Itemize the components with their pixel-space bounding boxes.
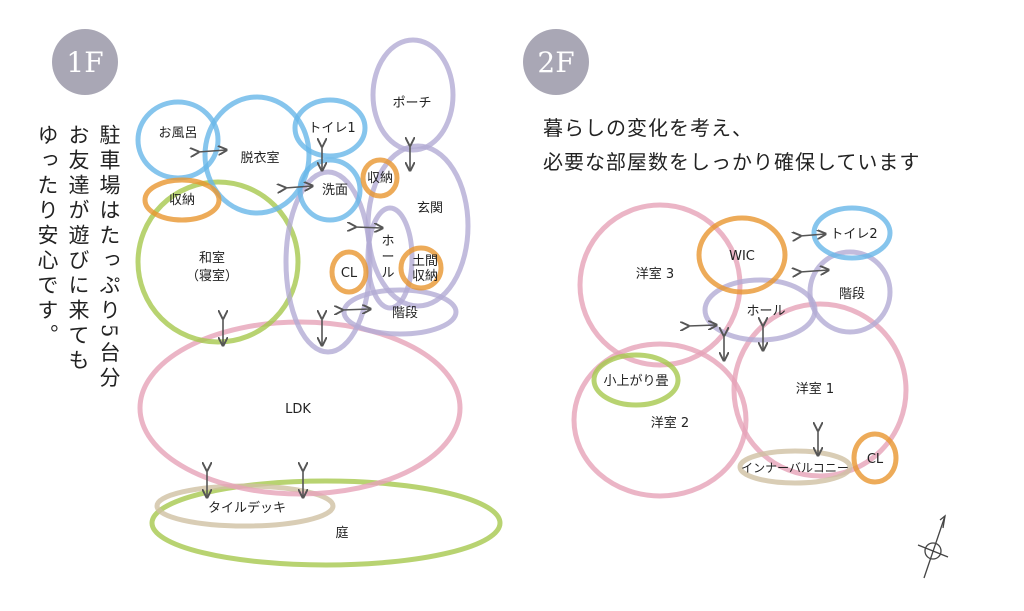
tatami-bubble xyxy=(591,352,681,408)
room-label-bath: お風呂 xyxy=(158,126,197,141)
room-label-closet: CL xyxy=(341,266,358,281)
doma-storage-bubble xyxy=(398,245,444,291)
room-label-closet: CL xyxy=(867,452,884,467)
room-label-washroom: 洗面 xyxy=(322,183,348,198)
floor2-heading-2: 必要な部屋数をしっかり確保しています xyxy=(543,150,921,174)
floor2-badge: 2F xyxy=(523,29,589,95)
hall-bubble xyxy=(365,205,415,311)
toilet1-bubble xyxy=(292,97,368,159)
room-label-western3: 洋室 3 xyxy=(636,266,674,282)
room-label-toilet1: トイレ1 xyxy=(308,121,355,136)
porch-bubble xyxy=(370,37,456,153)
room-label-hall: ー xyxy=(381,250,394,265)
room-label-washitsu: （寝室） xyxy=(186,268,238,284)
floor1-badge: 1F xyxy=(52,29,118,95)
room-label-western1: 洋室 1 xyxy=(796,381,834,397)
room-label-tile-deck: タイルデッキ xyxy=(208,500,286,516)
room-label-wic: WIC xyxy=(729,249,755,264)
room-label-stairs: 階段 xyxy=(392,306,418,321)
room-label-ldk: LDK xyxy=(285,402,311,417)
washitsu-bubble xyxy=(135,179,301,345)
stairs-bubble xyxy=(807,249,893,335)
closet-bubble xyxy=(329,249,369,295)
balcony-bubble xyxy=(737,448,853,486)
description-line-2: お友達が遊びに来ても xyxy=(66,124,90,374)
garden-bubble xyxy=(149,478,503,568)
room-label-dressing: 脱衣室 xyxy=(240,150,279,166)
room-label-doma-storage: 土間 xyxy=(412,254,438,269)
room-label-stairs: 階段 xyxy=(839,287,865,302)
room-label-hall: ル xyxy=(381,266,394,281)
room-label-entrance: 玄関 xyxy=(417,201,443,216)
room-label-storage: 収納 xyxy=(367,171,393,186)
room-label-washitsu: 和室 xyxy=(199,250,225,266)
wic-bubble xyxy=(696,215,788,295)
room-label-hall: ホ xyxy=(381,234,394,249)
western3-bubble xyxy=(577,202,743,368)
room-label-hall: ホール xyxy=(746,304,785,319)
room-label-garden: 庭 xyxy=(335,525,348,541)
storage-bubble xyxy=(360,157,400,199)
western2-bubble xyxy=(571,341,749,499)
closet-bubble xyxy=(851,431,899,485)
room-label-tatami: 小上がり畳 xyxy=(603,374,668,389)
compass-icon xyxy=(917,514,949,579)
description-line-3: ゆったり安心です。 xyxy=(35,124,59,349)
connection-arrows xyxy=(198,145,828,497)
room-label-balcony: インナーバルコニー xyxy=(741,461,849,475)
western1-bubble xyxy=(731,301,909,479)
room-label-doma-storage: 収納 xyxy=(412,269,438,284)
room-label-porch: ポーチ xyxy=(392,96,431,111)
floor2-heading-1: 暮らしの変化を考え、 xyxy=(543,116,753,140)
description-line-1: 駐車場はたっぷり5台分 xyxy=(97,124,121,392)
room-label-western2: 洋室 2 xyxy=(651,415,689,431)
room-label-toilet2: トイレ2 xyxy=(830,227,877,242)
storage-bubble xyxy=(142,177,222,223)
tile-deck-bubble xyxy=(154,483,336,529)
room-label-storage: 収納 xyxy=(169,193,195,208)
